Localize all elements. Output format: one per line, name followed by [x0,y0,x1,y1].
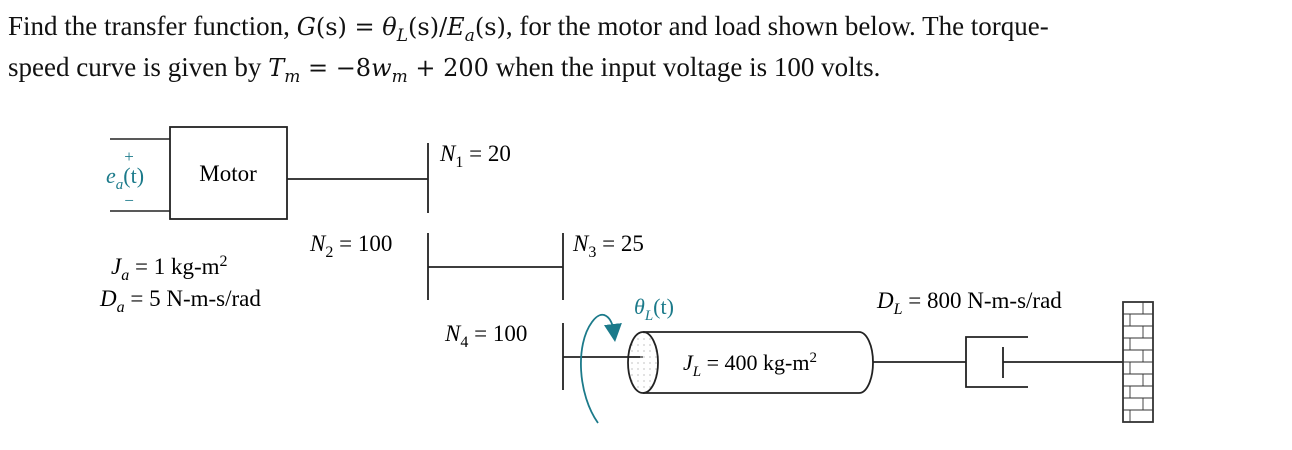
transfer-function-expression: G(s) = θL(s)/Ea(s) [296,13,506,45]
motor-box [169,126,288,220]
label-thetaL: θL(t) [634,294,674,324]
math-E: E [447,13,465,41]
problem-statement: Find the transfer function, G(s) = θL(s)… [8,6,1288,88]
math-w: w [371,54,392,82]
math-T-sub: m [284,67,301,87]
label-DL: DL = 800 N-m-s/rad [876,288,1062,318]
math-equals: = [346,13,383,41]
text: speed curve is given by [8,52,269,82]
math-theta: θ [382,13,397,41]
input-terminals [110,138,170,212]
text: , for the motor and load shown below. Th… [505,11,1049,41]
math-G: G [296,13,316,41]
label-Ja: Ja = 1 kg-m2 [111,253,228,284]
label-JL: JL = 400 kg-m2 [683,350,817,380]
math-theta-sub: L [396,26,409,46]
math-arg: (s) [315,13,347,41]
label-N3: N3 = 25 [572,231,644,261]
math-w-sub: m [391,67,408,87]
fixed-wall-icon [1122,301,1154,423]
input-voltage-label: ea(t) [106,163,144,193]
problem-line-1: Find the transfer function, G(s) = θL(s)… [8,6,1288,47]
math-E-sub: a [464,26,475,46]
math-eq-mid: = −8 [300,54,372,82]
load-inertia-cylinder [627,331,874,394]
label-N1: N1 = 20 [439,141,511,171]
math-slash: (s)/ [408,13,448,41]
input-minus-sign: − [124,191,134,210]
rotation-arrow-icon [580,313,622,424]
text: Find the transfer function, [8,11,297,41]
math-eq-end: + 200 [407,54,489,82]
gear-train [287,143,640,390]
text: when the input voltage is 100 volts. [488,52,881,82]
math-T: T [268,54,285,82]
problem-line-2: speed curve is given by Tm = −8wm + 200 … [8,47,1288,88]
label-Da: Da = 5 N-m-s/rad [99,286,261,316]
math-E-arg: (s) [474,13,506,41]
motor-label: Motor [199,161,257,186]
input-plus-sign: + [124,147,134,166]
label-N2: N2 = 100 [309,231,392,261]
label-N4: N4 = 100 [444,321,527,351]
torque-speed-expression: Tm = −8wm + 200 [268,54,489,86]
load-damper [873,336,1123,388]
